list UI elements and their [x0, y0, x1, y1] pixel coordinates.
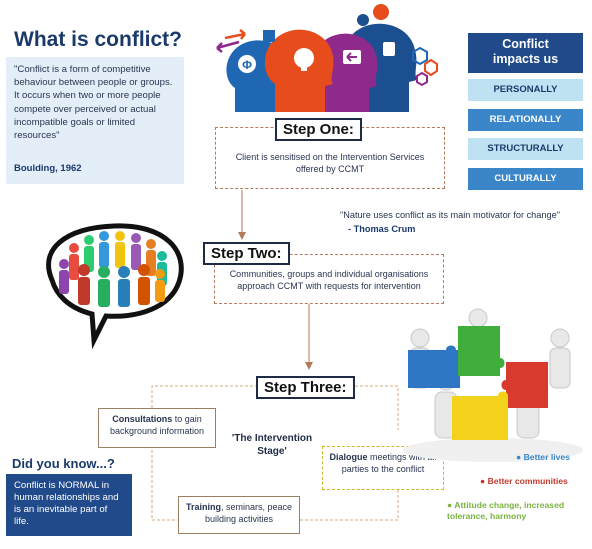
impact-personally: PERSONALLY	[468, 79, 583, 101]
impact-relationally: RELATIONALLY	[468, 109, 583, 131]
puzzle-piece-green	[458, 326, 505, 376]
step-two-box	[214, 254, 444, 304]
people-speech-bubble	[46, 223, 184, 350]
head-orange	[264, 29, 334, 112]
lightbulb-icon	[294, 48, 314, 68]
impact-structurally: STRUCTURALLY	[468, 138, 583, 160]
training-box: Training, seminars, peace building activ…	[178, 496, 300, 534]
step-two-label: Step Two:	[203, 242, 290, 265]
outcome-better-communities: ● Better communities	[480, 476, 568, 486]
training-text: , seminars, peace building activities	[204, 502, 293, 524]
step-two-text: Communities, groups and individual organ…	[229, 269, 429, 291]
nature-quote: "Nature uses conflict as its main motiva…	[340, 210, 560, 220]
impacts-title-line1: Conflict	[502, 37, 549, 51]
intervention-stage-line1: 'The Intervention	[231, 433, 313, 444]
outcome-better-lives: ● Better lives	[516, 452, 570, 462]
consultations-box: Consultations to gain background informa…	[98, 408, 216, 448]
step-one-text: Client is sensitised on the Intervention…	[235, 152, 425, 174]
dialogue-text: meetings with all parties to the conflic…	[341, 452, 437, 474]
impacts-title-line2: impacts us	[492, 52, 559, 66]
svg-text:Φ: Φ	[242, 58, 252, 72]
bullet-icon: ●	[516, 452, 522, 462]
nature-quote-author: - Thomas Crum	[348, 224, 416, 234]
intro-quote-panel	[6, 57, 184, 184]
intro-quote: "Conflict is a form of competitive behav…	[14, 64, 173, 142]
did-you-know-title: Did you know...?	[12, 456, 115, 471]
step-three-label: Step Three:	[256, 376, 355, 399]
intervention-stage-line2: Stage'	[257, 446, 287, 457]
dialogue-bold: Dialogue	[329, 452, 368, 462]
training-bold: Training	[185, 502, 221, 512]
outcome-attitude-change: ● Attitude change, increased tolerance, …	[447, 500, 565, 521]
intervention-stage: 'The Intervention Stage'	[222, 432, 322, 458]
puzzle-piece-yellow	[452, 391, 508, 440]
consultations-text: to gain background information	[109, 414, 205, 436]
intro-title: What is conflict?	[14, 28, 182, 51]
phi-icon	[238, 55, 256, 73]
impact-culturally: CULTURALLY	[468, 168, 583, 190]
heads-illustration: Φ	[216, 4, 438, 113]
hexagon-icon	[412, 46, 428, 66]
list-bubble-icon	[373, 4, 389, 20]
list-icon-small	[263, 30, 275, 42]
intro-author: Boulding, 1962	[14, 163, 82, 174]
bullet-icon: ●	[480, 476, 486, 486]
puzzle-piece-blue	[408, 345, 460, 388]
puzzle-piece-red	[501, 362, 548, 408]
impacts-title: Conflict impacts us	[468, 33, 583, 73]
arrow-icon	[216, 40, 240, 53]
list-icon	[383, 42, 395, 56]
did-you-know-text: Conflict is NORMAL in human relationship…	[6, 474, 132, 536]
crowd-icon	[59, 231, 167, 307]
step-one-label: Step One:	[275, 118, 362, 141]
consultations-bold: Consultations	[112, 414, 173, 424]
puzzle-people-illustration	[403, 308, 583, 462]
bullet-icon: ●	[447, 500, 453, 510]
